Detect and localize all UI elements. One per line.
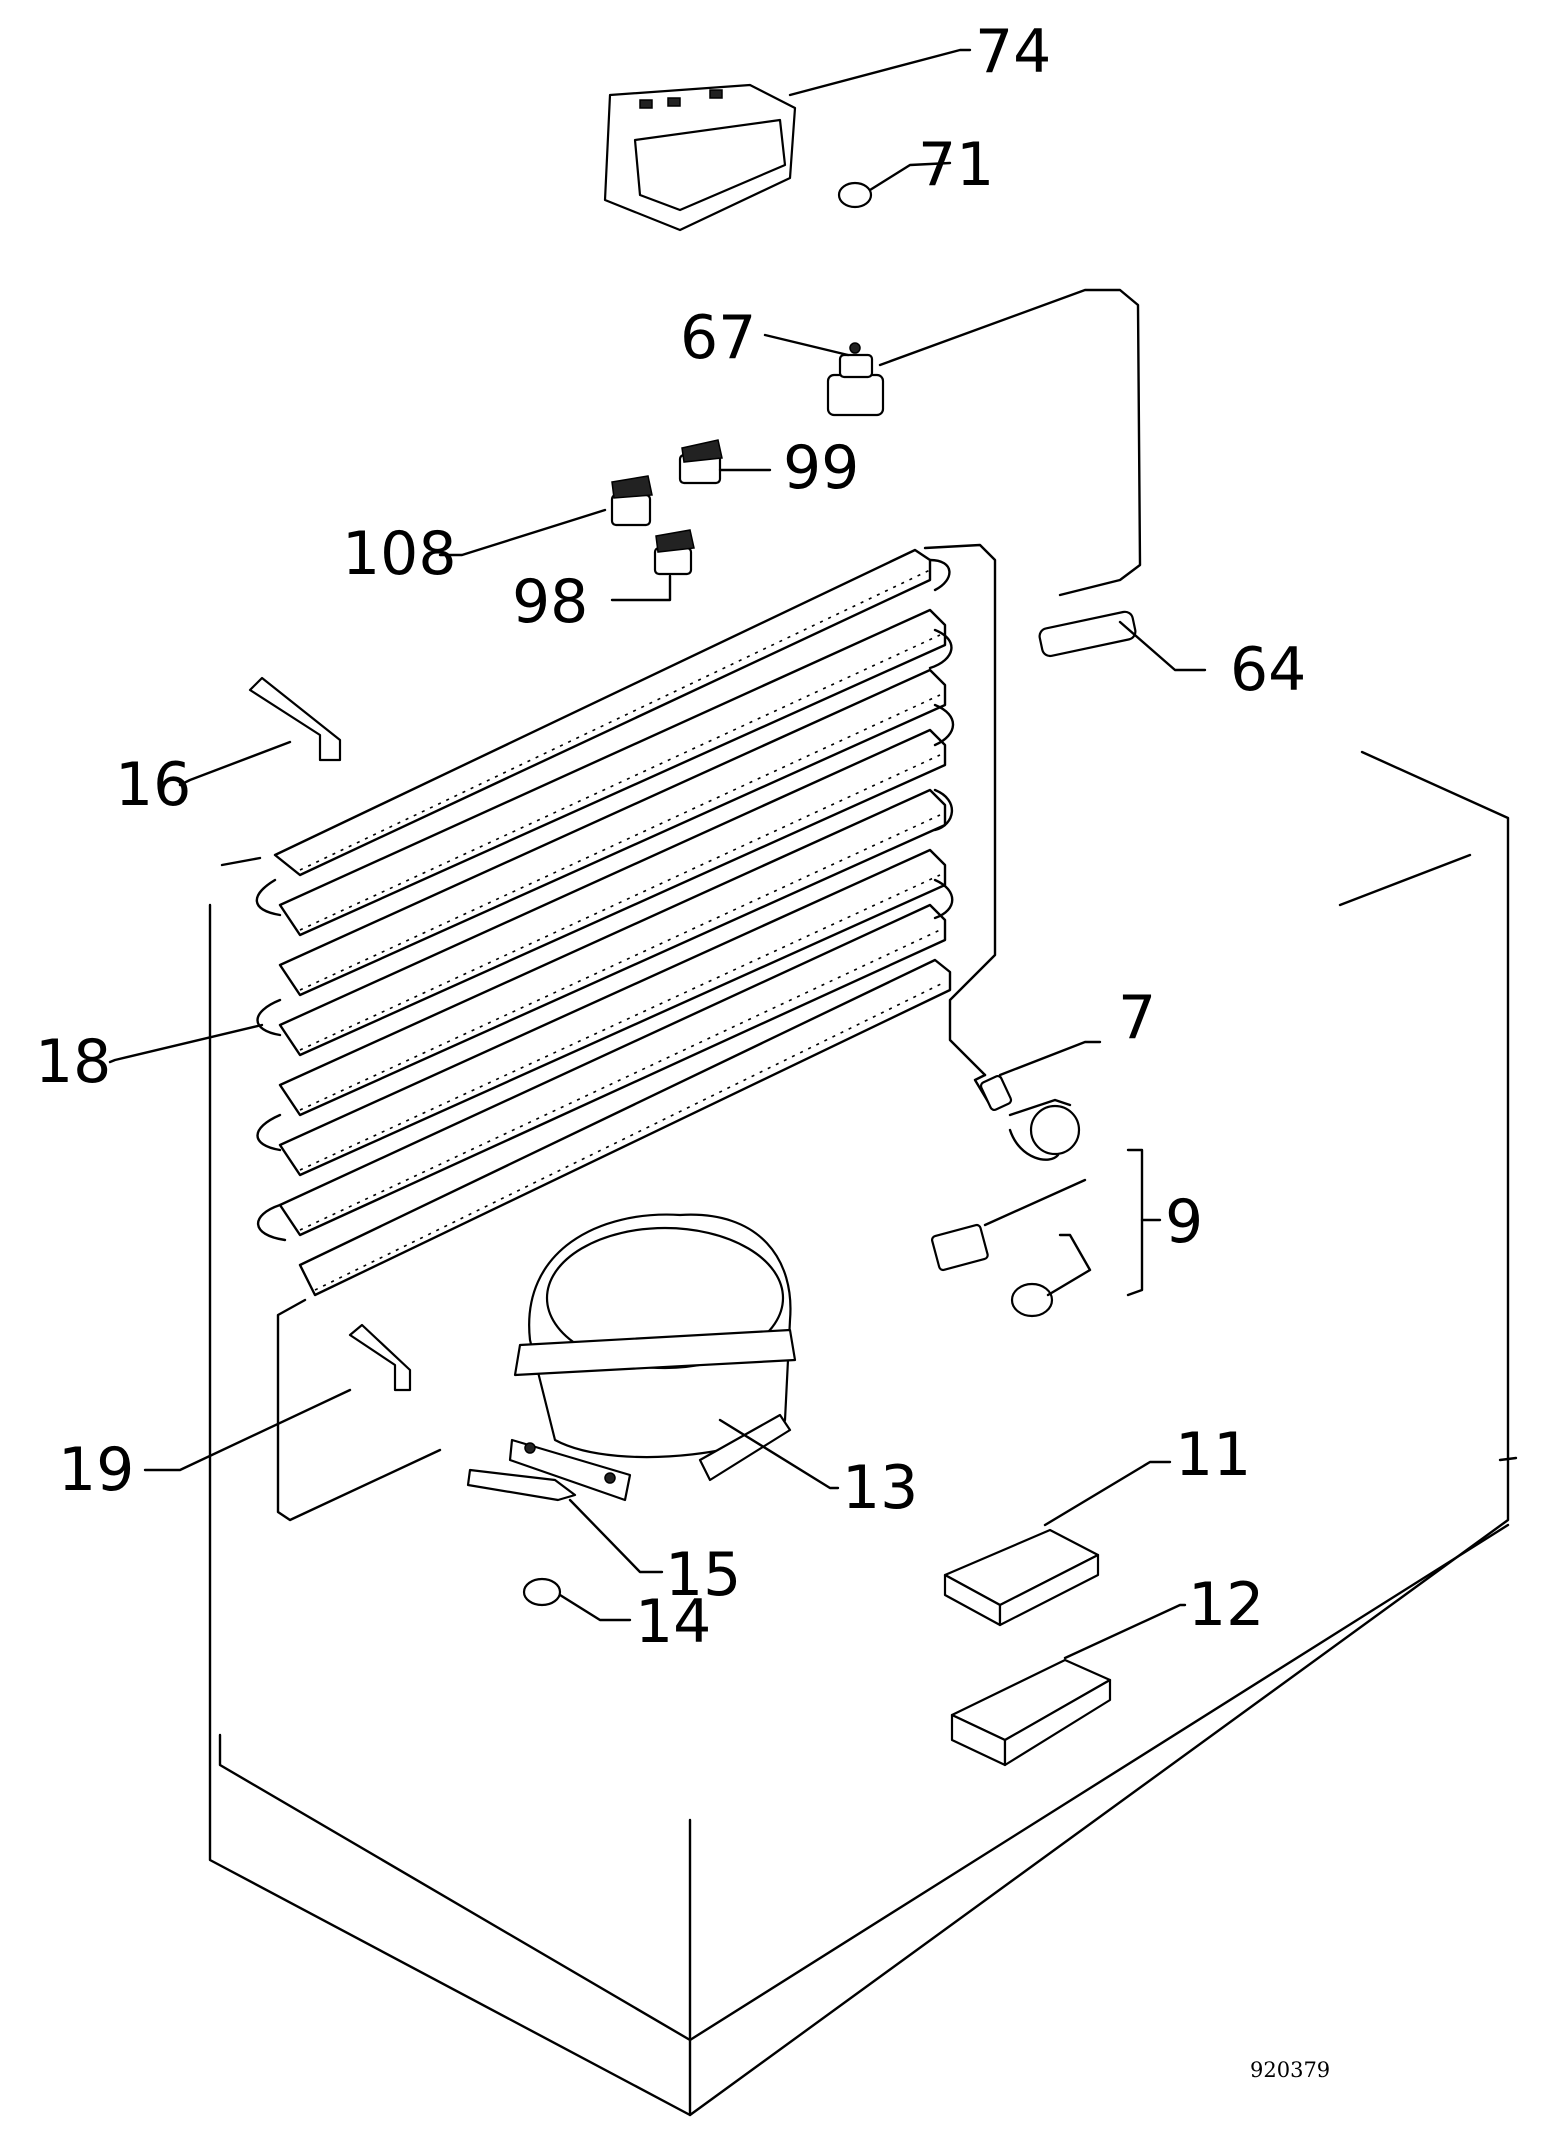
part-19-bracket — [348, 1323, 412, 1392]
part-11-plate — [943, 1528, 1100, 1627]
part-12-plate — [950, 1658, 1112, 1767]
part-16-bracket — [248, 676, 342, 762]
callout-67: 67 — [680, 303, 757, 373]
callout-15: 15 — [665, 1540, 742, 1610]
part-74-bracket — [603, 83, 797, 232]
callout-11: 11 — [1175, 1420, 1252, 1490]
callout-7: 7 — [1118, 983, 1157, 1053]
callout-14: 14 — [635, 1587, 712, 1657]
callout-74: 74 — [975, 17, 1052, 87]
callout-13: 13 — [842, 1453, 919, 1523]
part-67-thermostat — [826, 342, 885, 417]
callout-19: 19 — [58, 1435, 135, 1505]
part-98-switch — [653, 529, 695, 576]
callout-98: 98 — [512, 567, 589, 637]
part-13-compressor — [508, 1213, 797, 1502]
callout-64: 64 — [1230, 635, 1307, 705]
part-99-switch — [678, 439, 723, 485]
condenser — [255, 543, 997, 1522]
part-108-switch — [610, 475, 653, 527]
refrigerant-pipe — [878, 288, 1142, 597]
part-71-knob — [837, 181, 873, 209]
cabinet-outline — [208, 750, 1518, 2117]
callout-18: 18 — [35, 1027, 112, 1097]
part-14-grommet — [522, 1577, 562, 1607]
part-64-clip — [1038, 610, 1137, 658]
callout-12: 12 — [1188, 1570, 1265, 1640]
part-9-starter — [930, 1148, 1144, 1318]
part-7-relay — [973, 1073, 1081, 1161]
drawing-number: 920379 — [1250, 2058, 1331, 2082]
callout-16: 16 — [115, 750, 192, 820]
part-15-strap — [466, 1468, 577, 1502]
callout-71: 71 — [918, 130, 995, 200]
leader-lines — [108, 48, 1207, 1660]
callout-9: 9 — [1165, 1187, 1204, 1257]
callout-108: 108 — [342, 519, 457, 589]
callout-99: 99 — [783, 433, 860, 503]
